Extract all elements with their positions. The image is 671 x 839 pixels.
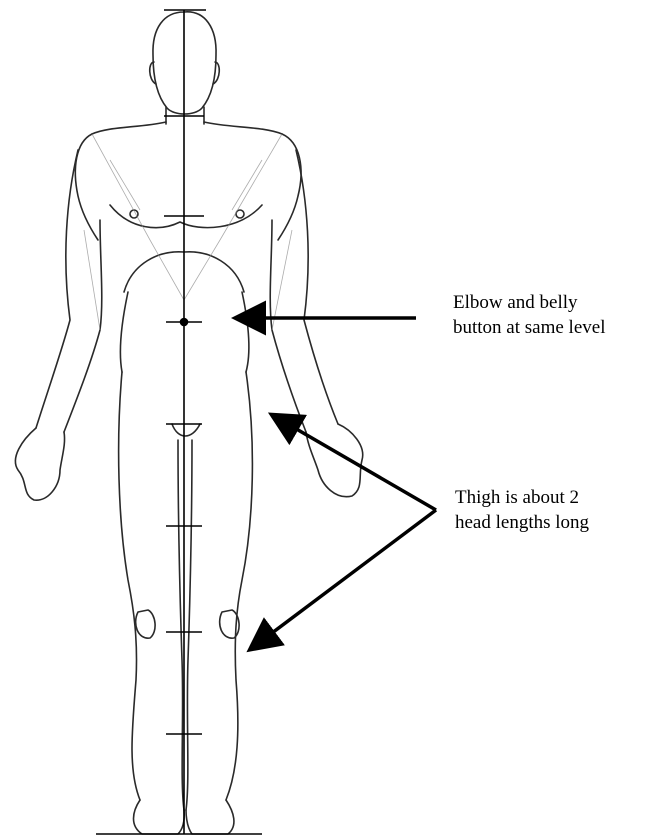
thigh-annotation-line1: Thigh is about 2 [455, 485, 589, 510]
human-figure-sketch [15, 12, 362, 834]
thigh-annotation-line2: head lengths long [455, 510, 589, 535]
arrow-thigh-top [274, 416, 436, 510]
right-foot [186, 800, 234, 834]
annotation-arrows [238, 318, 436, 648]
construction-lines [84, 134, 292, 330]
pelvis [172, 424, 200, 436]
thigh-length-annotation: Thigh is about 2 head lengths long [455, 485, 589, 535]
waist-right [242, 292, 249, 372]
shoulder-line [92, 122, 282, 134]
right-arm-outer [296, 150, 338, 424]
left-knee [136, 610, 155, 638]
arrow-thigh-knee [252, 510, 436, 648]
torso-right [278, 134, 301, 240]
elbow-annotation-line2: button at same level [453, 315, 605, 340]
right-arm-inner [270, 220, 306, 432]
waist-left [120, 292, 128, 372]
inner-legs [178, 440, 192, 810]
left-arm-outer [36, 150, 78, 428]
left-leg-outer [119, 372, 140, 800]
navel-dot [181, 319, 188, 326]
elbow-belly-annotation: Elbow and belly button at same level [453, 290, 605, 340]
right-leg-outer [226, 372, 252, 800]
left-hand [15, 428, 64, 500]
elbow-annotation-line1: Elbow and belly [453, 290, 605, 315]
right-hand [306, 424, 363, 497]
left-foot [134, 800, 185, 834]
left-arm-inner [64, 220, 102, 432]
